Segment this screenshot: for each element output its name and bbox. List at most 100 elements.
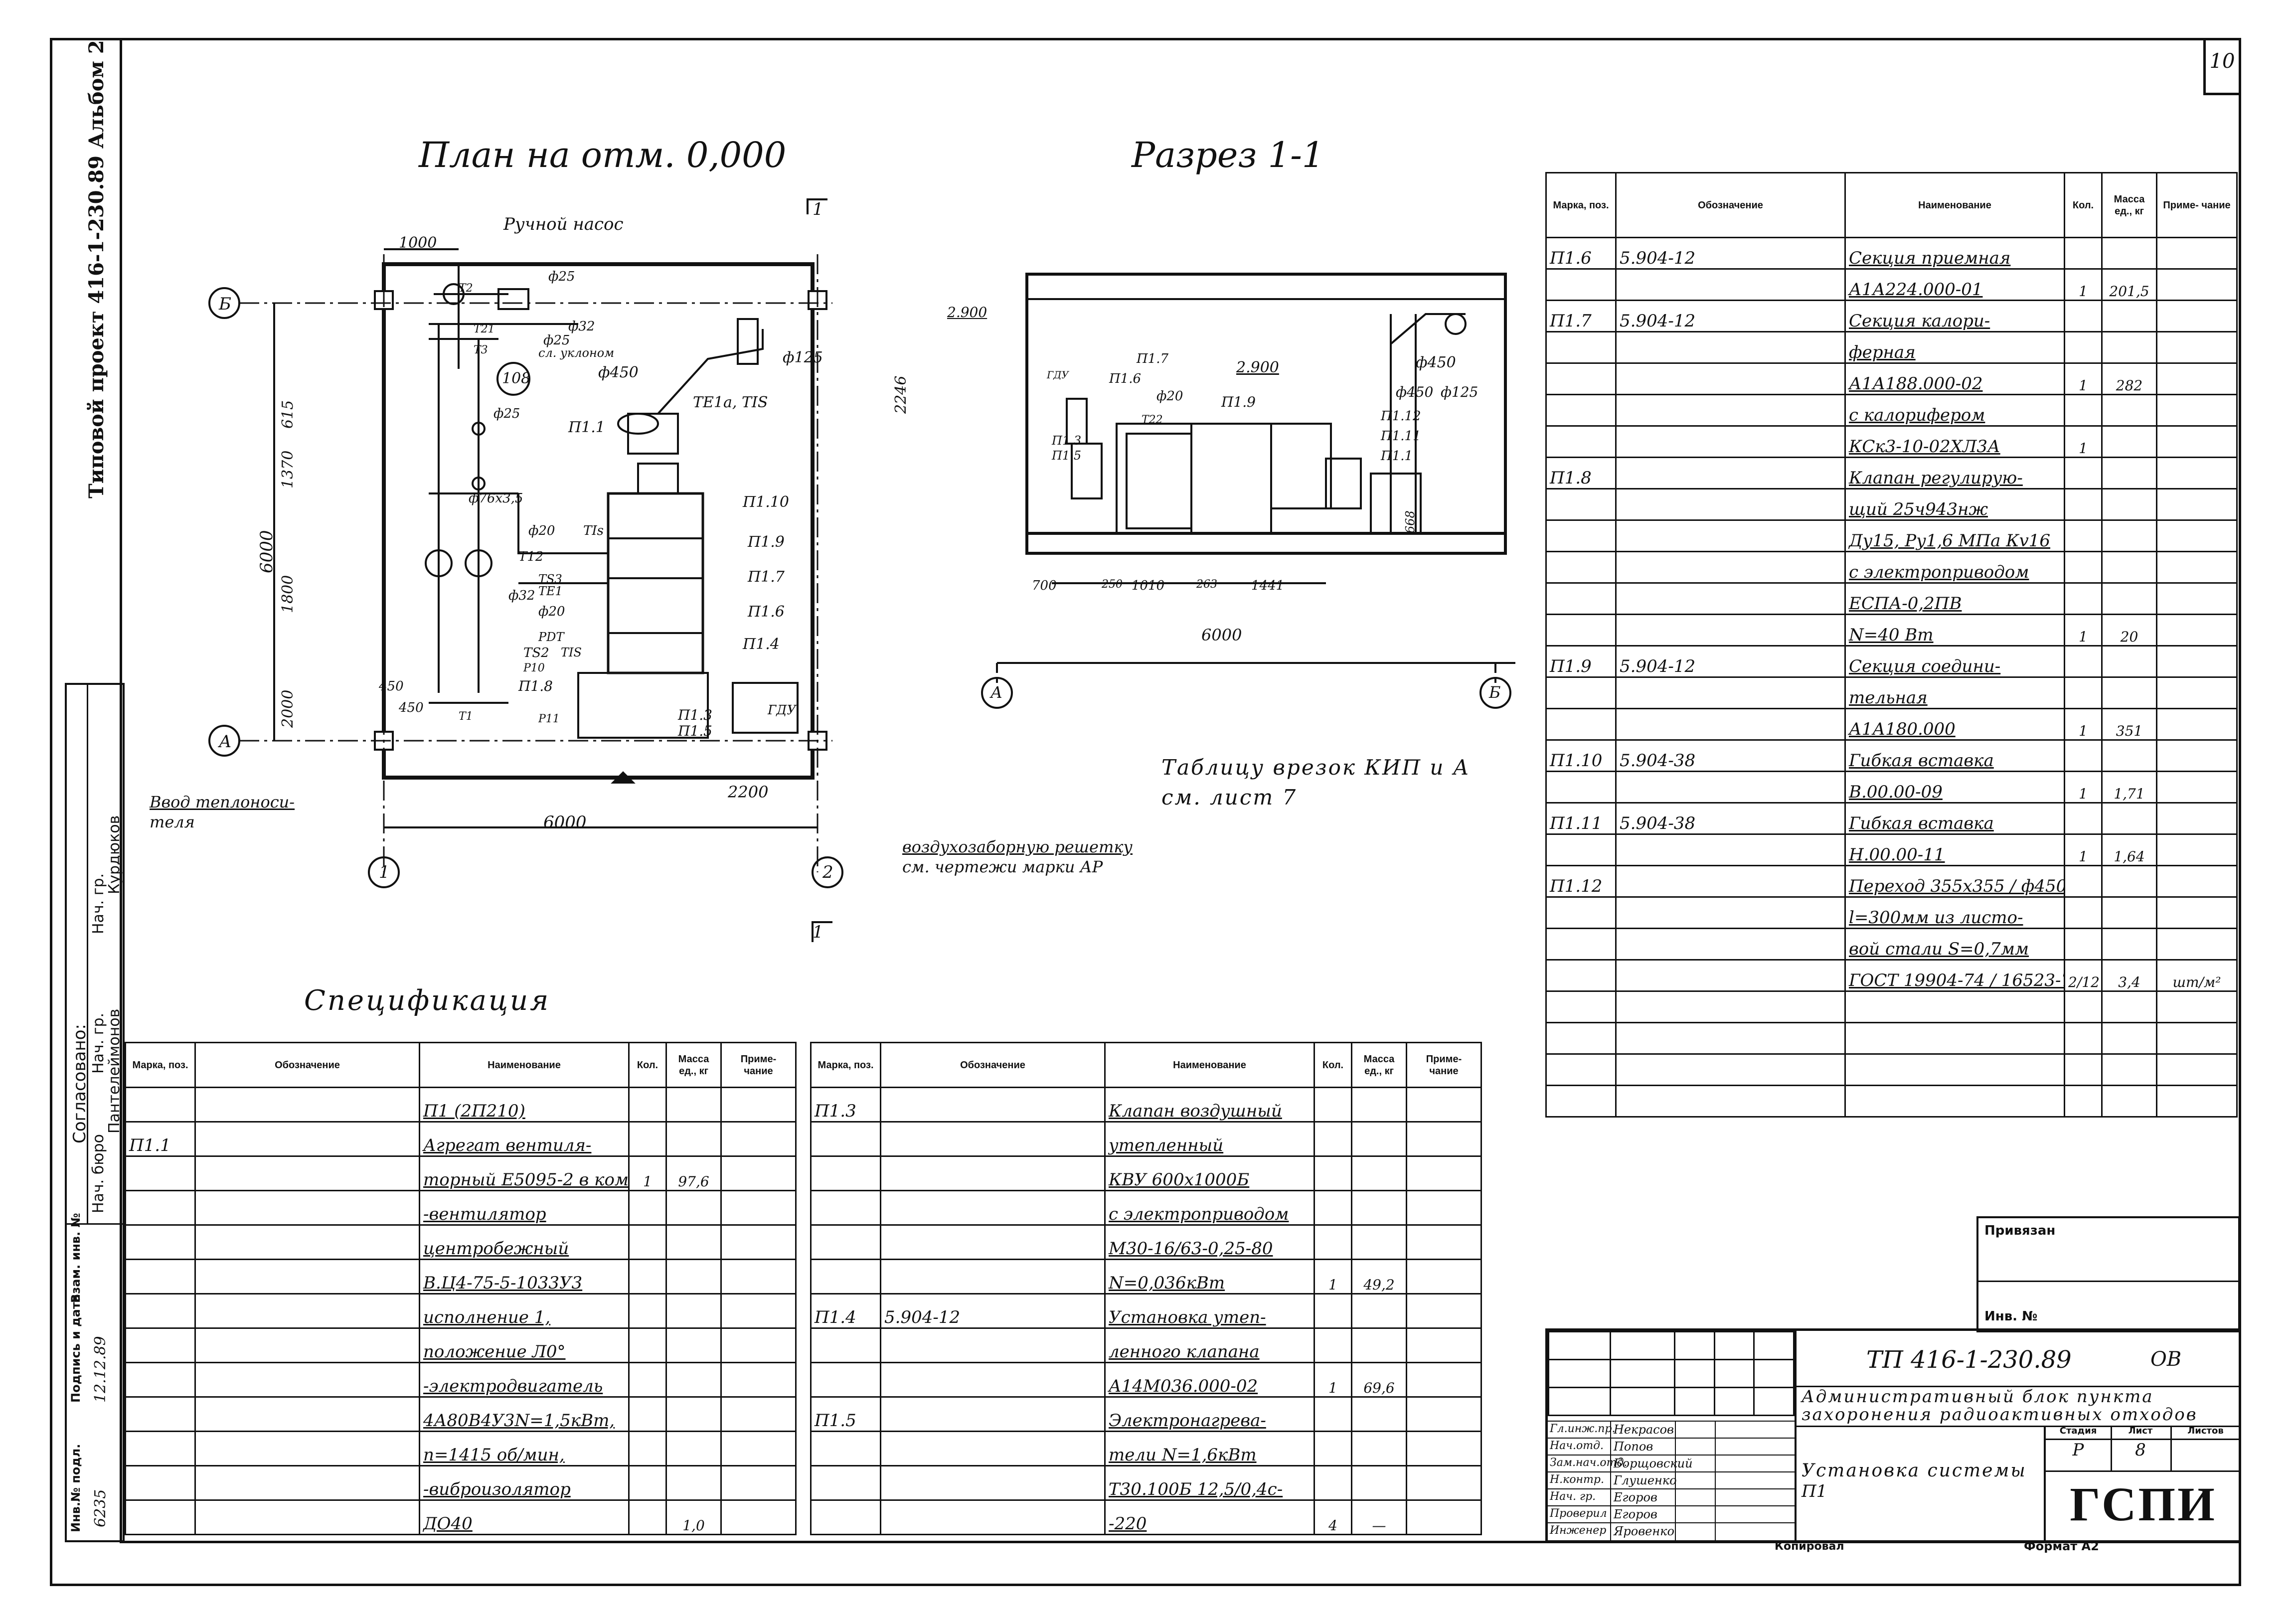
cell-mass [2101,676,2157,709]
cell-name: n=1415 об/мин, [419,1431,630,1466]
cell-qty [628,1190,667,1226]
plan-title: План на отм. 0,000 [419,135,787,175]
table-row: торный Е5095-2 в компл.197,6 [125,1155,797,1191]
cell-designation [880,1259,1106,1295]
signature-role: Н.контр. [1550,1473,1604,1486]
cell-designation [1615,362,1846,395]
cell-note [2156,551,2238,584]
plan-grille-1: воздухозаборную решетку [902,837,1133,856]
stage-label: Стадия [2046,1426,2111,1440]
cell-note [720,1327,797,1363]
hdr-designation: Обозначение [880,1042,1106,1088]
cell-mark [810,1224,881,1260]
cell-note [1406,1121,1482,1157]
cell-qty [628,1259,667,1295]
cell-mass [665,1190,722,1226]
cell-name: П1 (2П210) [419,1087,630,1123]
cell-mark [1545,1022,1617,1055]
cell-mass [2101,300,2157,332]
plan-d125: ф125 [783,349,823,366]
cell-mark [1545,771,1617,804]
cell-qty: 1 [2064,771,2103,804]
cell-designation: 5.904-38 [1615,802,1846,835]
plan-dim-6000-left: 6000 [257,530,277,573]
cell-mark: П1.6 [1545,237,1617,270]
section-p17: П1.7 [1137,351,1169,366]
cell-name: -вентилятор [419,1190,630,1226]
table-row: l=300мм из листо- [1545,896,2238,929]
section-axis-b: Б [1489,683,1501,702]
cell-mass: 3,4 [2101,959,2157,992]
cell-mass: 1,0 [665,1499,722,1535]
cell-note [2156,1085,2238,1118]
table-row: ЕСПА-0,2ПВ [1545,582,2238,615]
cell-qty [2064,237,2103,270]
plan-dim-1000: 1000 [399,234,437,252]
cell-designation [194,1190,420,1226]
table-row: М30-16/63-0,25-80 [810,1224,1482,1260]
hdr-mark: Марка, поз. [125,1042,196,1088]
cell-note [2156,237,2238,270]
cell-note [2156,614,2238,647]
section-dim-700: 700 [1032,578,1057,593]
plan-dim450a: 450 [379,679,404,694]
cell-designation [194,1431,420,1466]
cell-qty: 4 [1313,1499,1352,1535]
cell-mark [125,1499,196,1535]
cell-mark [125,1155,196,1191]
cell-name: Клапан регулирую- [1844,457,2065,489]
cell-name: 4А80В4У3N=1,5кВт, [419,1396,630,1432]
plan-axis-1: 1 [379,862,390,882]
cell-qty [1313,1431,1352,1466]
cell-note [2156,676,2238,709]
cell-note [1406,1465,1482,1501]
cell-name: вой стали S=0,7мм [1844,928,2065,961]
plan-axis-2: 2 [822,862,833,882]
cell-mark: П1.11 [1545,802,1617,835]
plan-d25a: ф25 [548,269,575,284]
signature-role: Нач.отд. [1550,1440,1604,1452]
cell-qty [1313,1190,1352,1226]
cell-name: ферная [1844,331,2065,364]
cell-note [2156,519,2238,552]
cell-designation [880,1465,1106,1501]
cell-mark [1545,1085,1617,1118]
cell-note [2156,928,2238,961]
cell-mass [1351,1087,1407,1123]
cell-name: положение Л0° [419,1327,630,1363]
plan-dim-2246: 2246 [892,375,910,414]
section-kip-1: Таблицу врезок КИП и А [1161,755,1471,780]
cell-mass [2101,1053,2157,1086]
cell-qty [1313,1396,1352,1432]
signature-row: Гл.инж.пр.Некрасов [1548,1421,1795,1439]
cell-designation [1615,519,1846,552]
cell-mass [2101,896,2157,929]
plan-t3: T3 [474,344,488,356]
cell-mass [665,1362,722,1398]
cell-mark [1545,614,1617,647]
section-dim-250: 250 [1102,578,1123,591]
cell-qty: 1 [2064,268,2103,301]
cell-qty [628,1293,667,1329]
table-row: вой стали S=0,7мм [1545,928,2238,961]
cell-mark [125,1259,196,1295]
cell-qty [1313,1087,1352,1123]
cell-mark: П1.1 [125,1121,196,1157]
cell-mark [810,1327,881,1363]
cell-mark [810,1431,881,1466]
cell-note [1406,1190,1482,1226]
section-t22: T22 [1142,414,1163,426]
cell-name: утепленный [1104,1121,1315,1157]
cell-name: Установка утеп- [1104,1293,1315,1329]
cell-name: l=300мм из листо- [1844,896,2065,929]
plan-t2: T2 [459,282,473,295]
cell-name: -электродвигатель [419,1362,630,1398]
cell-qty: 1 [2064,425,2103,458]
section-p19: П1.9 [1221,394,1256,410]
